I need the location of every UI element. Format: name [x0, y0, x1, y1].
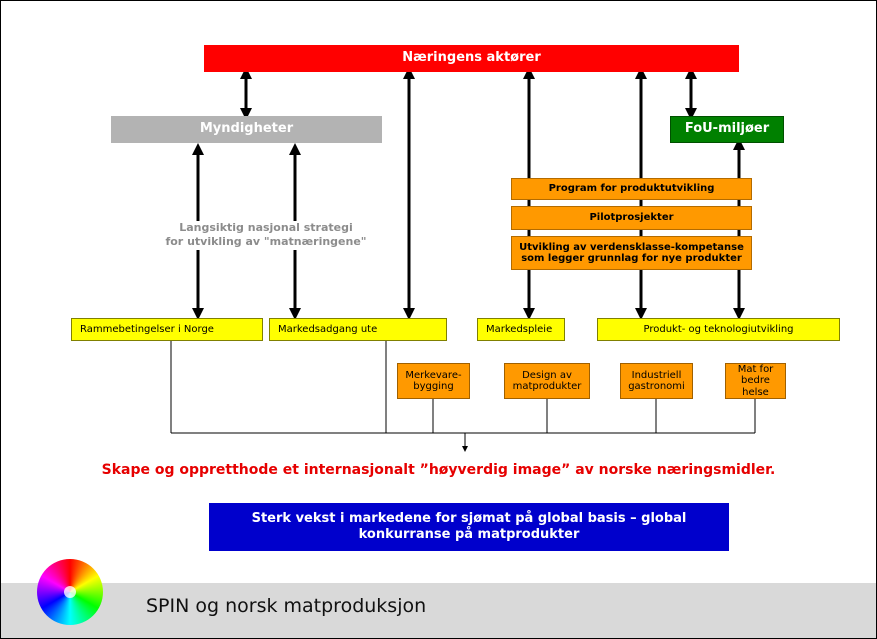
color-wheel-icon — [37, 559, 103, 625]
global-growth-box: Sterk vekst i markedene for sjømat på gl… — [209, 503, 729, 551]
markedspleie-box: Markedspleie — [477, 318, 565, 341]
footer-bar — [1, 583, 876, 638]
orange-stack-2-line-1: Utvikling av verdensklasse-kompetanse — [519, 241, 744, 253]
fou-miljoer-label: FoU-miljøer — [684, 121, 770, 137]
orange-stack-1-line-1: Pilotprosjekter — [589, 212, 674, 224]
design-matprodukter-box: Design av matprodukter — [504, 363, 590, 399]
myndigheter-box: Myndigheter — [111, 116, 382, 143]
footer-title: SPIN og norsk matproduksjon — [146, 595, 427, 617]
markedsadgang-box: Markedsadgang ute — [269, 318, 447, 341]
verdensklasse-kompetanse-box: Utvikling av verdensklasse-kompetanse so… — [511, 236, 752, 270]
strategy-line-1: Langsiktig nasjonal strategi — [179, 221, 353, 234]
small-box-2-line-1: Industriell — [631, 369, 682, 381]
produkt-teknologi-box: Produkt- og teknologiutvikling — [597, 318, 840, 341]
rammebetingelser-box: Rammebetingelser i Norge — [71, 318, 263, 341]
merkevarebygging-box: Merkevare- bygging — [397, 363, 470, 399]
small-box-0-line-2: bygging — [413, 381, 454, 392]
myndigheter-label: Myndigheter — [199, 121, 294, 137]
orange-stack-0-line-1: Program for produktutvikling — [548, 183, 715, 195]
rammebetingelser-label: Rammebetingelser i Norge — [80, 323, 214, 335]
strategy-line-2: for utvikling av "matnæringene" — [165, 235, 367, 249]
fou-miljoer-box: FoU-miljøer — [670, 116, 784, 143]
mat-bedre-helse-box: Mat for bedre helse — [725, 363, 786, 399]
pilotprosjekter-box: Pilotprosjekter — [511, 206, 752, 230]
small-box-3-line-2: bedre helse — [741, 375, 770, 398]
small-box-2-line-2: gastronomi — [628, 381, 685, 392]
small-box-1-line-1: Design av — [522, 369, 572, 381]
strategy-text: Langsiktig nasjonal strategi for utvikli… — [151, 221, 381, 250]
goal-statement: Skape og oppretthode et internasjonalt ”… — [101, 462, 776, 478]
naeringens-aktorer-box: Næringens aktører — [204, 45, 739, 72]
global-growth-line-1: Sterk vekst i markedene for sjømat på gl… — [251, 510, 687, 526]
markedspleie-label: Markedspleie — [486, 323, 553, 335]
small-box-1-line-2: matprodukter — [512, 381, 582, 392]
produkt-teknologi-label: Produkt- og teknologiutvikling — [643, 323, 794, 335]
small-box-3-line-1: Mat for — [737, 363, 774, 375]
naeringens-aktorer-label: Næringens aktører — [402, 50, 541, 66]
markedsadgang-label: Markedsadgang ute — [278, 323, 378, 335]
orange-stack-2-line-2: som legger grunnlag for nye produkter — [521, 253, 742, 264]
global-growth-line-2: konkurranse på matprodukter — [358, 527, 580, 542]
small-box-0-line-1: Merkevare- — [405, 369, 462, 381]
program-produktutvikling-box: Program for produktutvikling — [511, 178, 752, 200]
industriell-gastronomi-box: Industriell gastronomi — [620, 363, 693, 399]
